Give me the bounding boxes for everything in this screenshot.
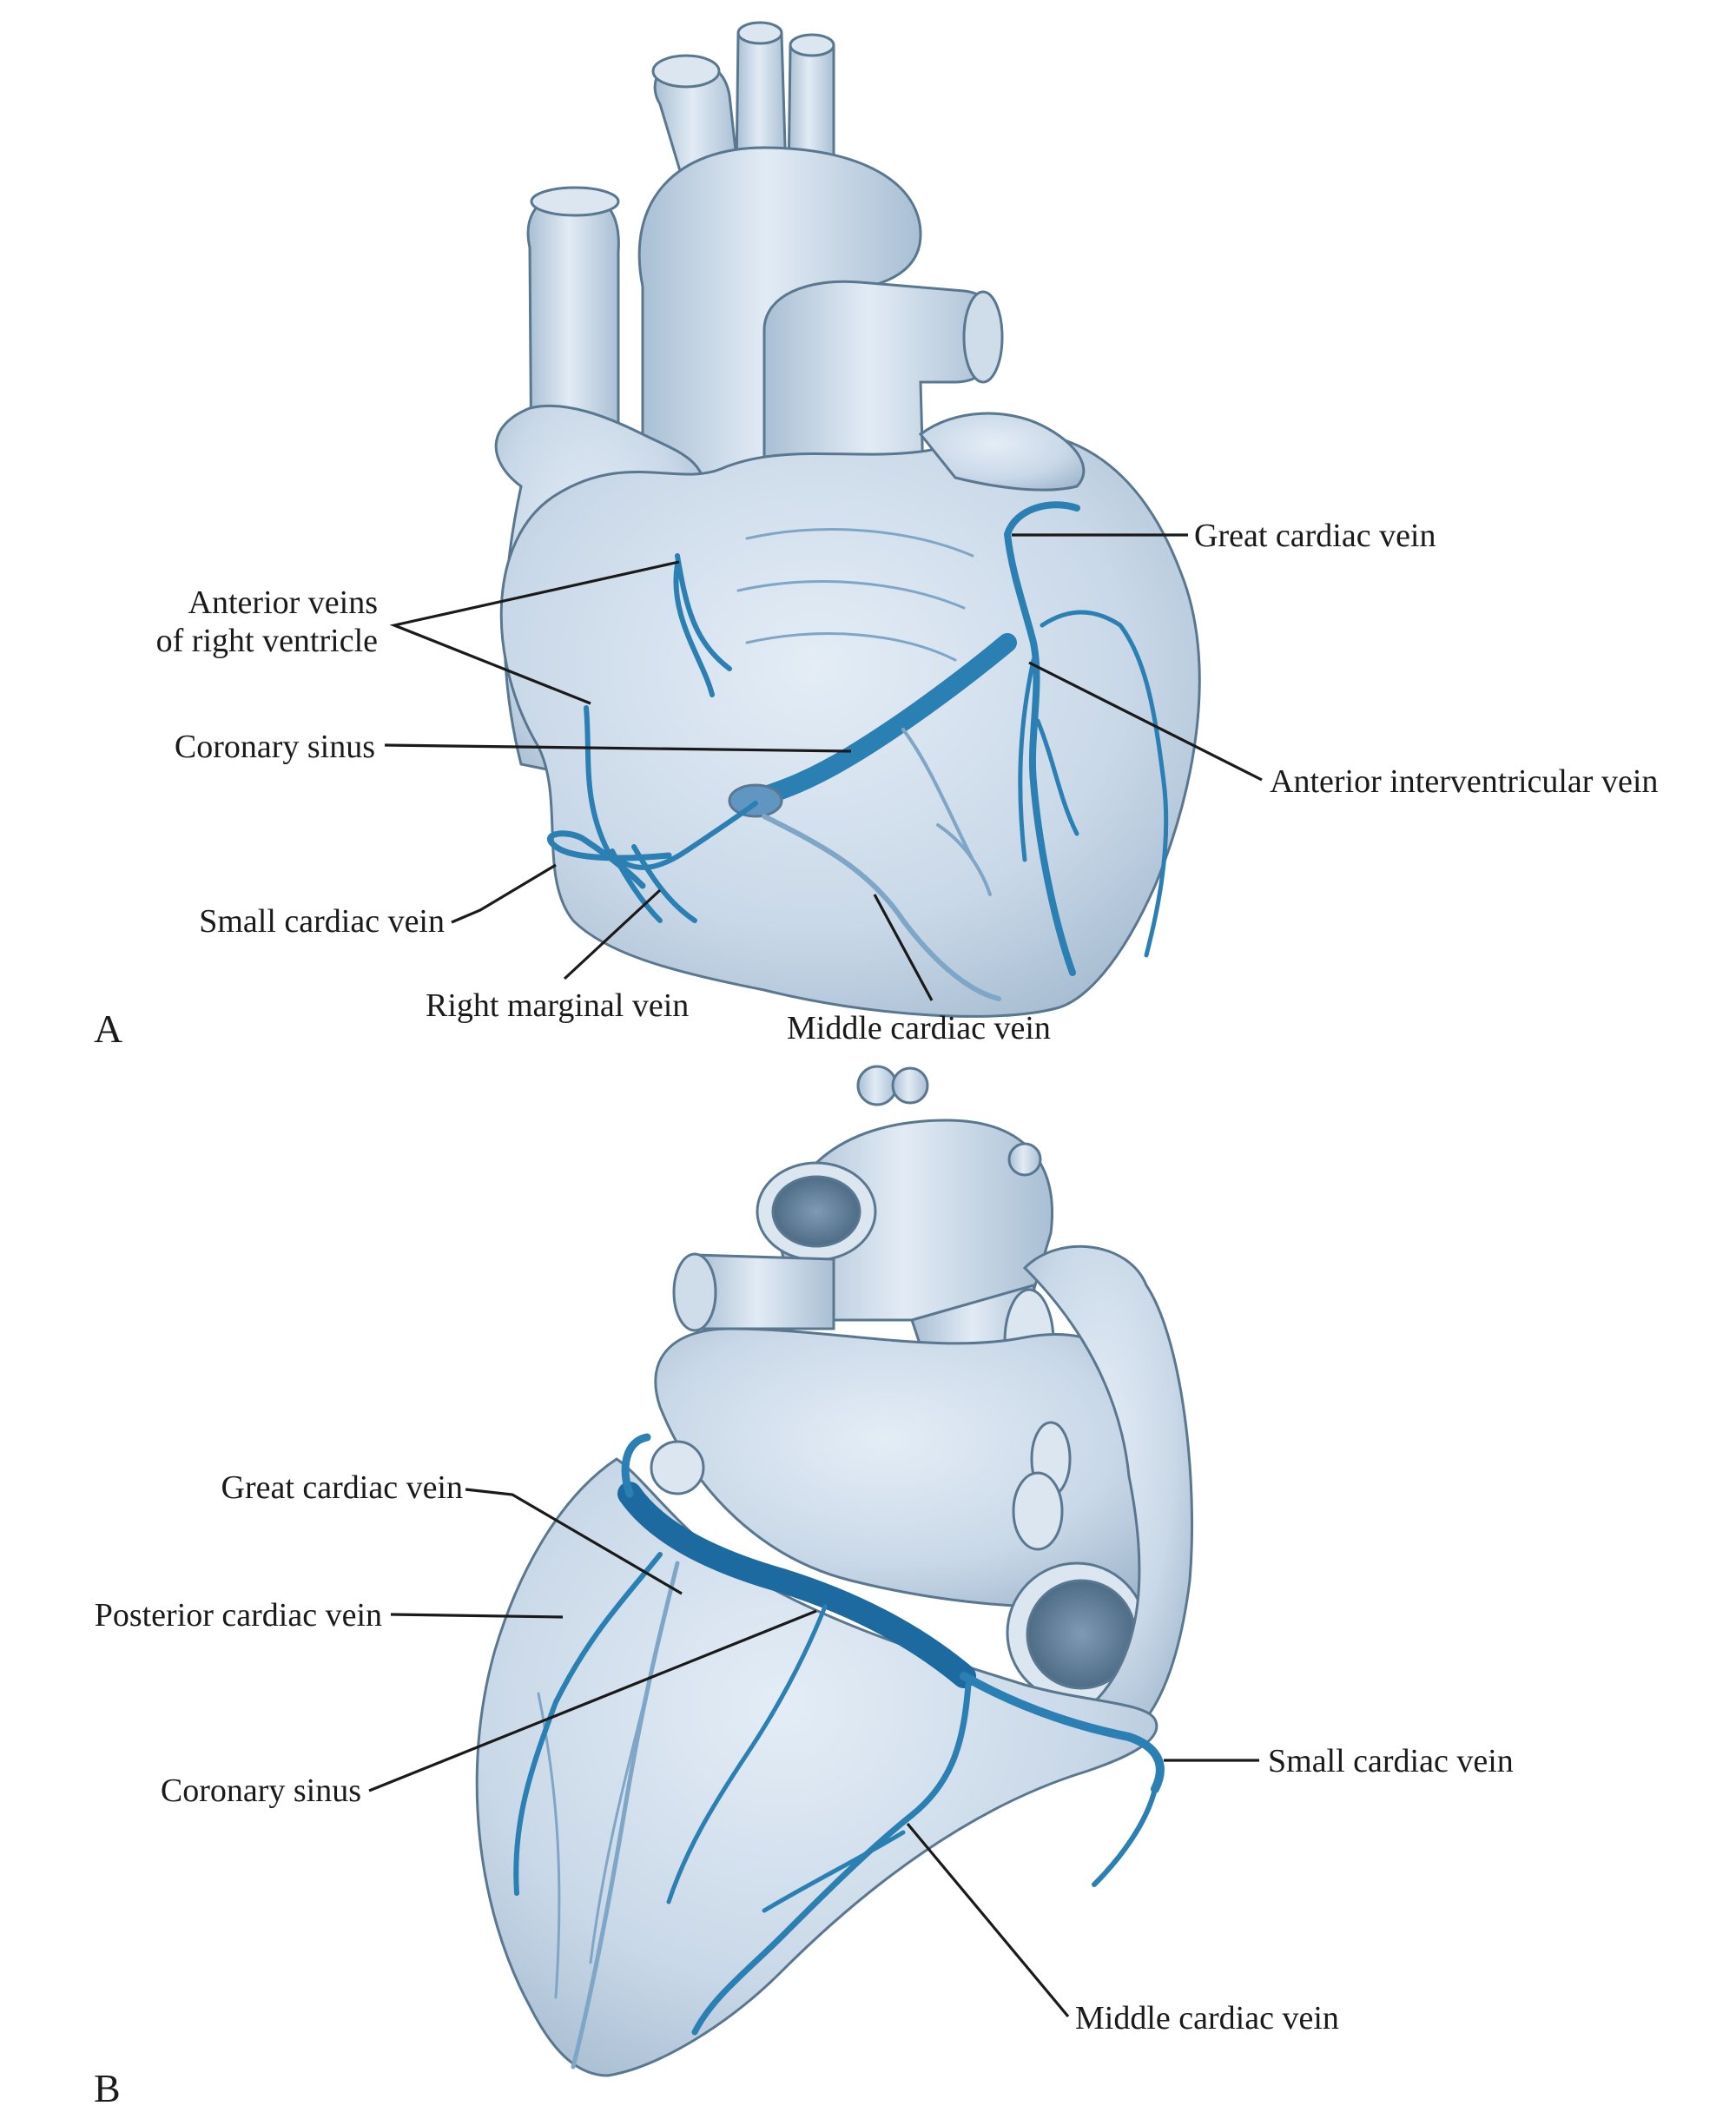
aorta-opening-lumen: [773, 1177, 860, 1246]
label-anterior-veins-line1: Anterior veins: [188, 584, 378, 621]
label-anterior-veins-line2: of right ventricle: [156, 623, 378, 659]
label-middle-cardiac-vein-a: Middle cardiac vein: [787, 1010, 1051, 1046]
lpa-opening: [674, 1254, 716, 1330]
pulmonary-vein-opening: [1013, 1473, 1062, 1549]
label-coronary-sinus-a: Coronary sinus: [175, 729, 375, 765]
label-middle-cardiac-vein-b: Middle cardiac vein: [1075, 2000, 1339, 2036]
small-cardiac-vein-vessel-b: [1094, 1789, 1155, 1885]
left-carotid-opening: [738, 23, 782, 43]
pulmonary-artery-opening: [964, 292, 1002, 382]
pulmonary-vein-opening: [651, 1442, 703, 1494]
label-small-cardiac-vein-a: Small cardiac vein: [199, 903, 445, 940]
left-subclavian-opening: [790, 35, 834, 56]
panel-b: Great cardiac vein Posterior cardiac vei…: [94, 1066, 1514, 2110]
label-small-cardiac-vein-b: Small cardiac vein: [1268, 1743, 1514, 1779]
brachiocephalic-opening: [653, 56, 719, 87]
panel-label-b: B: [94, 2066, 121, 2110]
label-anterior-interventricular-vein: Anterior interventricular vein: [1270, 763, 1658, 800]
panel-a: Great cardiac vein Anterior veins of rig…: [94, 23, 1658, 1051]
label-right-marginal-vein: Right marginal vein: [426, 987, 689, 1024]
arch-branch: [858, 1066, 896, 1105]
label-great-cardiac-vein-b: Great cardiac vein: [221, 1469, 464, 1506]
arch-branch: [893, 1068, 927, 1103]
leader-small-cardiac-vein-a: [452, 865, 556, 922]
leader-middle-cardiac-vein-b: [908, 1824, 1068, 2017]
label-posterior-cardiac-vein: Posterior cardiac vein: [95, 1597, 382, 1634]
heart-anterior-illustration: [496, 23, 1199, 1016]
heart-body: [501, 432, 1199, 1016]
label-coronary-sinus-b: Coronary sinus: [161, 1772, 361, 1809]
label-great-cardiac-vein: Great cardiac vein: [1194, 518, 1436, 554]
panel-label-a: A: [94, 1007, 122, 1051]
svc-opening: [531, 188, 618, 215]
arch-branch: [1009, 1144, 1040, 1175]
heart-posterior-illustration: [477, 1066, 1191, 2076]
